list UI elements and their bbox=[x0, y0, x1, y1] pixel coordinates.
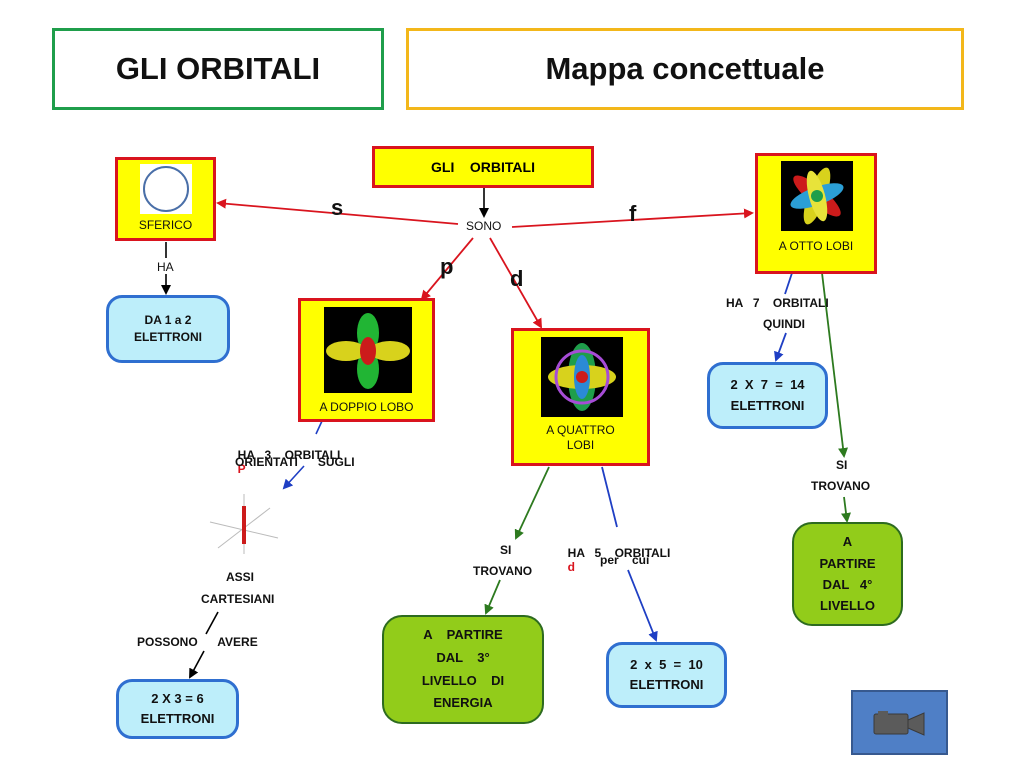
branch-p-letter: p bbox=[440, 254, 454, 279]
d-node-label-1: A QUATTRO bbox=[546, 423, 615, 437]
f-orbital-image bbox=[781, 161, 853, 231]
d-ring bbox=[554, 349, 610, 405]
d-level-line1: A PARTIRE bbox=[423, 627, 503, 642]
arrow-f-si bbox=[821, 272, 849, 458]
s-node-label: SFERICO bbox=[138, 218, 193, 232]
d-node-label-2: LOBI bbox=[566, 438, 595, 452]
p-orbitali-text: HA 3 ORBITALI bbox=[237, 448, 341, 462]
f-level-box: A PARTIRE DAL 4° LIVELLO bbox=[792, 522, 903, 626]
branch-s-letter: s bbox=[331, 195, 344, 220]
p-lobe-yellow-left bbox=[326, 341, 366, 361]
p-orbitali-label: HA 3 ORBITALI P bbox=[231, 434, 341, 476]
d-orbitali-letter: d bbox=[567, 560, 576, 574]
title-box: GLI ORBITALI bbox=[52, 28, 384, 110]
d-level-line3: LIVELLO DI bbox=[421, 672, 505, 688]
p-lobe-red-center bbox=[360, 337, 376, 365]
d-si-label: SI bbox=[500, 543, 512, 557]
arrow-p-orbitali bbox=[315, 420, 323, 435]
d-node-label: A QUATTRO LOBI bbox=[514, 423, 647, 453]
p-electrons-line2: ELETTRONI bbox=[140, 711, 215, 726]
s-electrons-box: DA 1 a 2 ELETTRONI bbox=[106, 295, 230, 363]
d-orbital-image bbox=[541, 337, 623, 417]
d-trovano-label: TROVANO bbox=[473, 564, 533, 578]
f-si-label: SI bbox=[836, 458, 848, 472]
d-electrons-line1: 2 x 5 = 10 bbox=[630, 656, 703, 672]
arrow-d-elettroni bbox=[627, 569, 658, 642]
d-orbitali-text: HA 5 ORBITALI bbox=[567, 546, 671, 560]
f-orbitali-label: HA 7 ORBITALI bbox=[726, 296, 829, 310]
s-node: SFERICO bbox=[115, 157, 216, 241]
p-lobe-yellow-right bbox=[370, 341, 410, 361]
branch-f-letter: f bbox=[629, 201, 637, 226]
arrow-d-si bbox=[514, 466, 550, 540]
sono-label: SONO bbox=[466, 219, 502, 233]
p-node-label: A DOPPIO LOBO bbox=[319, 400, 414, 414]
arrow-assi-possono bbox=[205, 611, 219, 635]
arrow-f-livello bbox=[841, 496, 851, 523]
arrow-s bbox=[216, 198, 459, 225]
d-level-line4: ENERGIA bbox=[433, 695, 493, 711]
video-button[interactable] bbox=[851, 690, 948, 755]
f-level-line4: LIVELLO bbox=[820, 598, 875, 614]
arrow-d-ha5 bbox=[601, 466, 618, 528]
f-lobe-center bbox=[811, 190, 823, 202]
d-percui-label: per cui bbox=[600, 553, 650, 567]
d-electrons-line2: ELETTRONI bbox=[629, 677, 704, 692]
s-electrons-line2: ELETTRONI bbox=[134, 330, 202, 344]
subtitle-text: Mappa concettuale bbox=[545, 51, 825, 86]
arrow-p-assi bbox=[282, 465, 305, 490]
sphere-orbital-icon bbox=[143, 166, 189, 212]
possono-label: POSSONO AVERE bbox=[137, 635, 258, 649]
d-node: A QUATTRO LOBI bbox=[511, 328, 650, 466]
s-electrons-line1: DA 1 a 2 bbox=[144, 313, 192, 328]
arrow-f bbox=[511, 208, 754, 228]
arrow-f-elettroni bbox=[774, 332, 787, 362]
root-node: GLI ORBITALI bbox=[372, 146, 594, 188]
root-node-label: GLI ORBITALI bbox=[431, 159, 535, 175]
f-level-line2: PARTIRE bbox=[819, 555, 876, 571]
f-electrons-line1: 2 X 7 = 14 bbox=[730, 377, 805, 393]
p-orbital-image bbox=[324, 307, 412, 393]
arrow-possono-elettroni bbox=[189, 650, 205, 679]
f-node: A OTTO LOBI bbox=[755, 153, 877, 274]
assi-label-1: ASSI bbox=[226, 570, 255, 584]
cartesian-axes-icon bbox=[209, 494, 279, 554]
branch-d-letter: d bbox=[510, 266, 524, 291]
arrow-p bbox=[420, 237, 474, 301]
arrow-d-livello bbox=[484, 579, 501, 615]
d-level-line2: DAL 3° bbox=[436, 649, 490, 665]
p-orbitali-letter: P bbox=[237, 462, 246, 476]
sphere-image bbox=[140, 164, 192, 214]
p-orientati-label: ORIENTATI SUGLI bbox=[235, 455, 355, 469]
p-node: A DOPPIO LOBO bbox=[298, 298, 435, 422]
arrow-d bbox=[489, 237, 542, 329]
f-level-line3: DAL 4° bbox=[822, 577, 873, 592]
video-camera-icon bbox=[873, 710, 924, 736]
d-orbitali-label: HA 5 ORBITALI d bbox=[561, 532, 671, 574]
title-text: GLI ORBITALI bbox=[115, 51, 321, 86]
subtitle-box: Mappa concettuale bbox=[406, 28, 964, 110]
f-quindi-label: QUINDI bbox=[763, 317, 805, 331]
p-electrons-box: 2 X 3 = 6 ELETTRONI bbox=[116, 679, 239, 739]
d-electrons-box: 2 x 5 = 10 ELETTRONI bbox=[606, 642, 727, 708]
assi-label-2: CARTESIANI bbox=[201, 592, 275, 606]
arrow-f-ha7 bbox=[784, 272, 793, 295]
d-level-box: A PARTIRE DAL 3° LIVELLO DI ENERGIA bbox=[382, 615, 544, 724]
f-node-label: A OTTO LOBI bbox=[778, 239, 854, 253]
s-ha-label: HA bbox=[157, 260, 174, 274]
p-electrons-line1: 2 X 3 = 6 bbox=[151, 690, 204, 706]
d-lobe-red bbox=[576, 371, 588, 383]
f-electrons-line2: ELETTRONI bbox=[730, 397, 805, 413]
f-level-line1: A bbox=[842, 534, 853, 550]
f-electrons-box: 2 X 7 = 14 ELETTRONI bbox=[707, 362, 828, 429]
f-trovano-label: TROVANO bbox=[811, 479, 871, 493]
